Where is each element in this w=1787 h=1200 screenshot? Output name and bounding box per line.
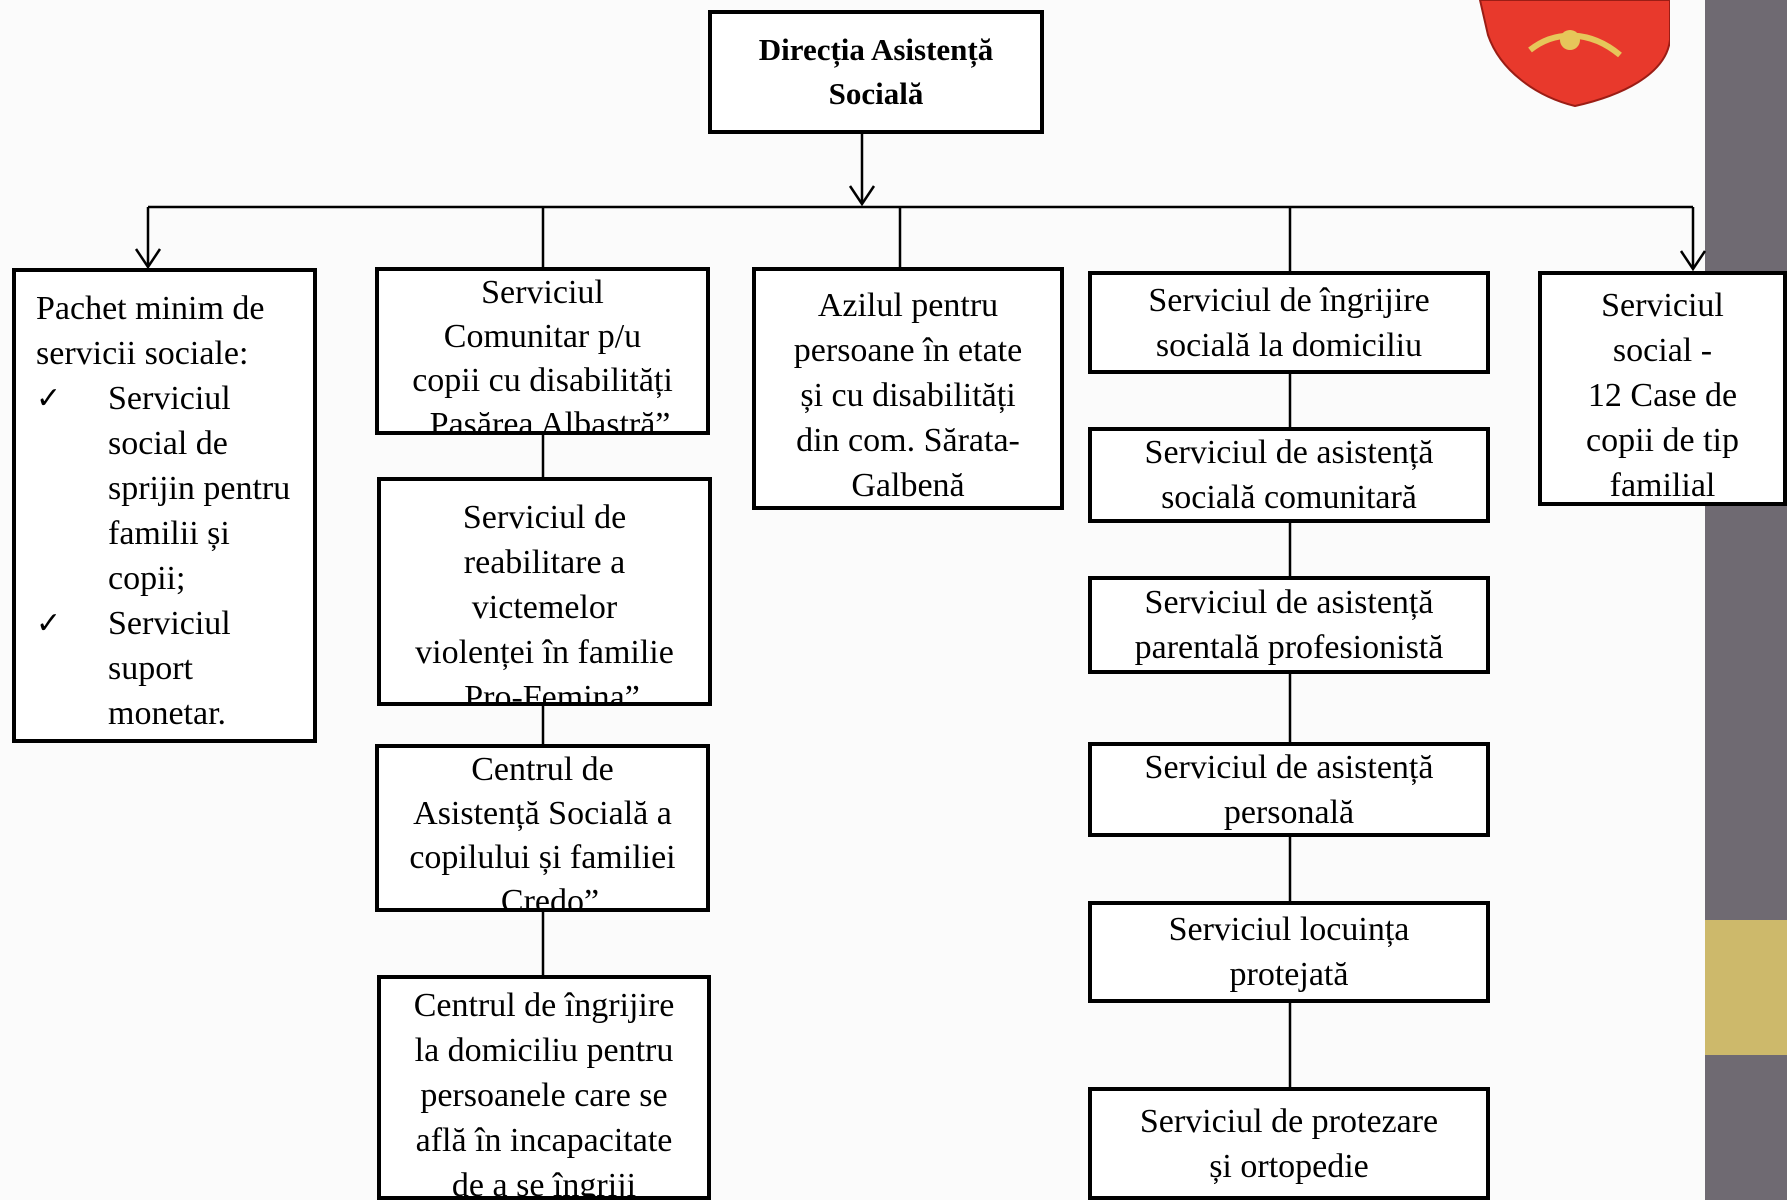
box-ingrijire-domiciliu: Serviciul de îngrijire socială la domici… bbox=[1088, 271, 1490, 374]
box-azilul: Azilul pentru persoane în etate și cu di… bbox=[752, 267, 1064, 510]
box-centrul-ingrijire: Centrul de îngrijire la domiciliu pentru… bbox=[377, 975, 711, 1200]
sidebar-accent bbox=[1705, 920, 1787, 1055]
box-pro-femina: Serviciul de reabilitare a victemelor vi… bbox=[377, 477, 712, 706]
box-pachet-minim: Pachet minim de servicii sociale: ✓ Servi… bbox=[12, 268, 317, 743]
box-protezare-ortopedie: Serviciul de protezare și ortopedie bbox=[1088, 1087, 1490, 1200]
pachet-item: ✓ Serviciul suport monetar. bbox=[36, 601, 303, 736]
check-icon: ✓ bbox=[36, 606, 62, 641]
pachet-item-text: Serviciul social de sprijin pentru famil… bbox=[108, 380, 291, 597]
box-pasarea-albastra: Serviciul Comunitar p/u copii cu disabil… bbox=[375, 267, 710, 435]
check-icon: ✓ bbox=[36, 381, 62, 416]
box-locuinta-protejata: Serviciul locuința protejată bbox=[1088, 901, 1490, 1003]
pachet-item-text: Serviciul suport monetar. bbox=[108, 605, 231, 732]
box-asistenta-parentala: Serviciul de asistență parentală profesi… bbox=[1088, 576, 1490, 674]
box-asistenta-comunitara: Serviciul de asistență socială comunitar… bbox=[1088, 427, 1490, 523]
box-asistenta-personala: Serviciul de asistență personală bbox=[1088, 742, 1490, 837]
root-box-directia: Direcția Asistență Socială bbox=[708, 10, 1044, 134]
pachet-heading: Pachet minim de servicii sociale: bbox=[36, 290, 265, 372]
coat-of-arms-emblem bbox=[1478, 0, 1670, 108]
pachet-item: ✓ Serviciul social de sprijin pentru fami… bbox=[36, 376, 303, 601]
pachet-list: ✓ Serviciul social de sprijin pentru fami… bbox=[36, 376, 303, 736]
box-case-copii: Serviciul social - 12 Case de copii de t… bbox=[1538, 271, 1787, 506]
box-credo: Centrul de Asistență Socială a copilului… bbox=[375, 744, 710, 912]
